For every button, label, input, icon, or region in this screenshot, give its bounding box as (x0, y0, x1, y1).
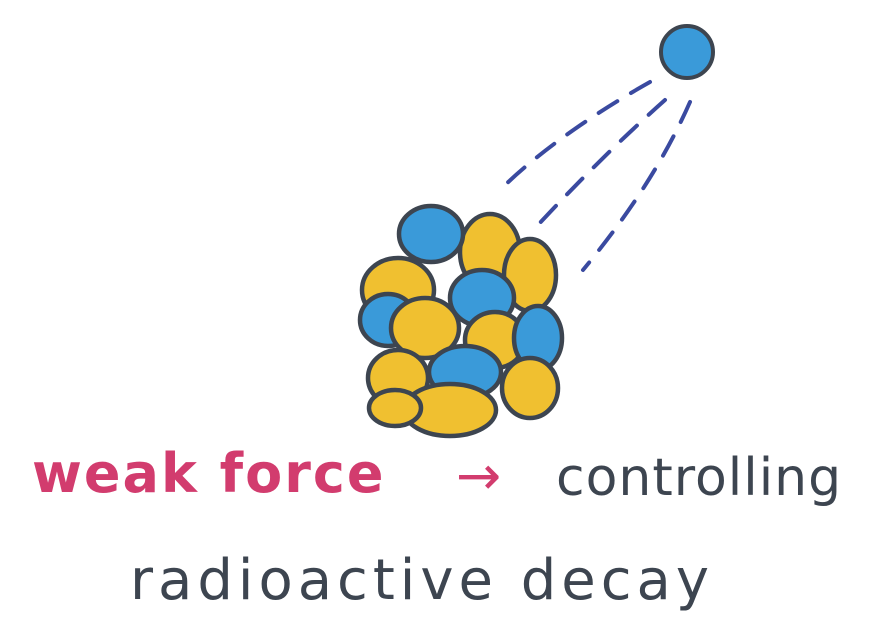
arrow-symbol: → (456, 444, 502, 507)
weak-force-label: weak force (32, 442, 386, 505)
emitted-particle (659, 24, 715, 80)
description-line-2: radioactive decay (130, 548, 714, 613)
description-line-1: controlling (556, 448, 843, 508)
nucleon-neutron (388, 295, 462, 361)
trail-line-2 (536, 98, 667, 227)
trail-line-1 (498, 80, 652, 192)
nucleon-neutron (366, 387, 424, 429)
nucleus (357, 203, 565, 439)
nucleon-neutron (499, 355, 561, 421)
particle-trails (498, 80, 692, 272)
nucleon-proton (396, 203, 466, 265)
